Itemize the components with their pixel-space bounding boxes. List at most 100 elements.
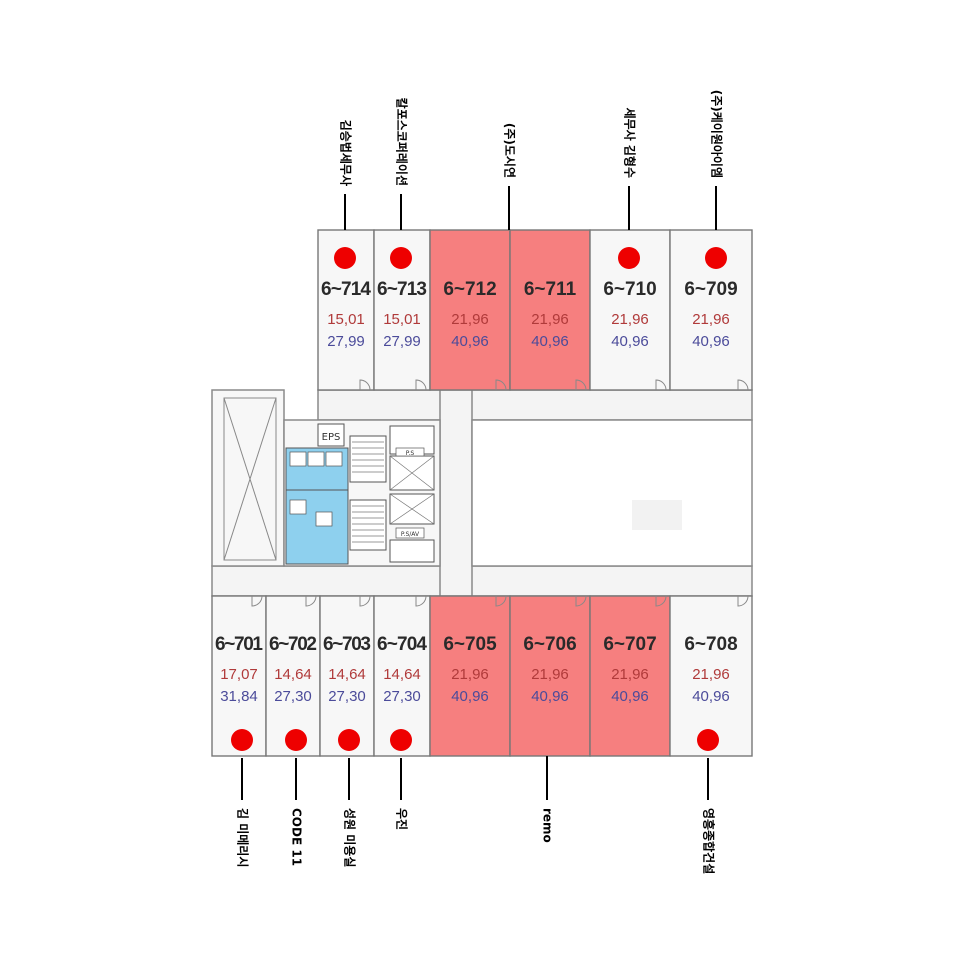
unit-number: 6~713 [377, 279, 427, 300]
building-structure: EPS P.S P.S/AV [211, 389, 753, 597]
occupied-dot [338, 729, 360, 751]
tenant-name: 우진 [395, 808, 410, 830]
door-mark [737, 595, 749, 607]
exclusive-area: 21,96 [531, 666, 569, 683]
supply-area: 40,96 [451, 333, 489, 350]
supply-area: 40,96 [611, 688, 649, 705]
tenant-name: 김 미메리시 [236, 808, 251, 867]
unit-box [509, 229, 591, 391]
occupied-dot [697, 729, 719, 751]
unit-number: 6~705 [443, 634, 497, 655]
supply-area: 27,99 [327, 333, 365, 350]
door-mark [251, 595, 263, 607]
tenant-name: (주)도시연 [503, 123, 518, 178]
exclusive-area: 21,96 [531, 311, 569, 328]
unit-number: 6~714 [321, 279, 371, 300]
supply-area: 27,99 [383, 333, 421, 350]
unit-6-704: 6~704 14,64 27,30 [373, 595, 431, 757]
unit-6-702: 6~702 14,64 27,30 [265, 595, 321, 757]
occupied-dot [390, 247, 412, 269]
exclusive-area: 17,07 [220, 666, 258, 683]
exclusive-area: 21,96 [451, 311, 489, 328]
tenant-name: (주)케이원아이엠 [710, 90, 725, 178]
exclusive-area: 15,01 [327, 311, 365, 328]
tenant-name: CODE 11 [290, 808, 304, 866]
unit-box [429, 595, 511, 757]
supply-area: 31,84 [220, 688, 258, 705]
unit-number: 6~709 [684, 279, 737, 300]
unit-box [509, 595, 591, 757]
occupied-dot [390, 729, 412, 751]
unit-box [429, 229, 511, 391]
door-mark [305, 595, 317, 607]
tenant-name: 성원 미용실 [343, 808, 358, 867]
supply-area: 27,30 [328, 688, 366, 705]
unit-number: 6~708 [684, 634, 737, 655]
door-mark [495, 379, 507, 391]
exclusive-area: 21,96 [692, 666, 730, 683]
unit-6-707: 6~707 21,96 40,96 [589, 595, 671, 757]
exclusive-area: 21,96 [692, 311, 730, 328]
units-layer: 6~714 15,01 27,99 6~713 15,01 27,99 6~712 21,96… [211, 229, 753, 757]
tenant-name: 칼포스코퍼레이션 [395, 98, 410, 186]
unit-number: 6~710 [603, 279, 656, 300]
supply-area: 27,30 [274, 688, 312, 705]
tenant-name: 영흥종합건설 [702, 808, 717, 874]
supply-area: 40,96 [692, 688, 730, 705]
occupied-dot [705, 247, 727, 269]
door-mark [575, 595, 587, 607]
unit-6-712: 6~712 21,96 40,96 [429, 229, 511, 391]
unit-6-701: 6~701 17,07 31,84 [211, 595, 267, 757]
supply-area: 40,96 [692, 333, 730, 350]
exclusive-area: 21,96 [611, 666, 649, 683]
door-mark [359, 379, 371, 391]
occupied-dot [334, 247, 356, 269]
exclusive-area: 14,64 [328, 666, 366, 683]
stair-1 [349, 435, 387, 483]
stair-2 [349, 499, 387, 551]
unit-box [211, 595, 267, 757]
unit-number: 6~706 [523, 634, 576, 655]
supply-area: 40,96 [531, 333, 569, 350]
door-mark [575, 379, 587, 391]
unit-number: 6~701 [215, 634, 263, 655]
unit-6-706: 6~706 21,96 40,96 [509, 595, 591, 757]
psav-label: P.S/AV [401, 531, 420, 538]
unit-box [589, 595, 671, 757]
void-shaft [211, 389, 285, 567]
supply-area: 27,30 [383, 688, 421, 705]
door-mark [415, 595, 427, 607]
unit-box [669, 595, 753, 757]
door-mark [655, 595, 667, 607]
unit-number: 6~703 [323, 634, 371, 655]
exclusive-area: 14,64 [274, 666, 312, 683]
supply-area: 40,96 [611, 333, 649, 350]
unit-number: 6~707 [603, 634, 656, 655]
tenant-name: 세무사 김형수 [623, 108, 638, 178]
door-mark [655, 379, 667, 391]
door-mark [495, 595, 507, 607]
unit-6-708: 6~708 21,96 40,96 [669, 595, 753, 757]
door-mark [737, 379, 749, 391]
exclusive-area: 21,96 [451, 666, 489, 683]
unit-number: 6~702 [269, 634, 317, 655]
unit-number: 6~704 [377, 634, 427, 655]
tenant-name: remo [541, 808, 555, 843]
door-mark [415, 379, 427, 391]
occupied-dot [231, 729, 253, 751]
supply-area: 40,96 [451, 688, 489, 705]
unit-number: 6~712 [443, 279, 496, 300]
supply-area: 40,96 [531, 688, 569, 705]
occupied-dot [618, 247, 640, 269]
exclusive-area: 14,64 [383, 666, 421, 683]
ps-label: P.S [406, 450, 415, 457]
occupied-dot [285, 729, 307, 751]
tenant-name: 김승법세무사 [339, 120, 354, 186]
exclusive-area: 15,01 [383, 311, 421, 328]
eps-room [317, 423, 345, 447]
eps-label: EPS [322, 432, 341, 443]
exclusive-area: 21,96 [611, 311, 649, 328]
